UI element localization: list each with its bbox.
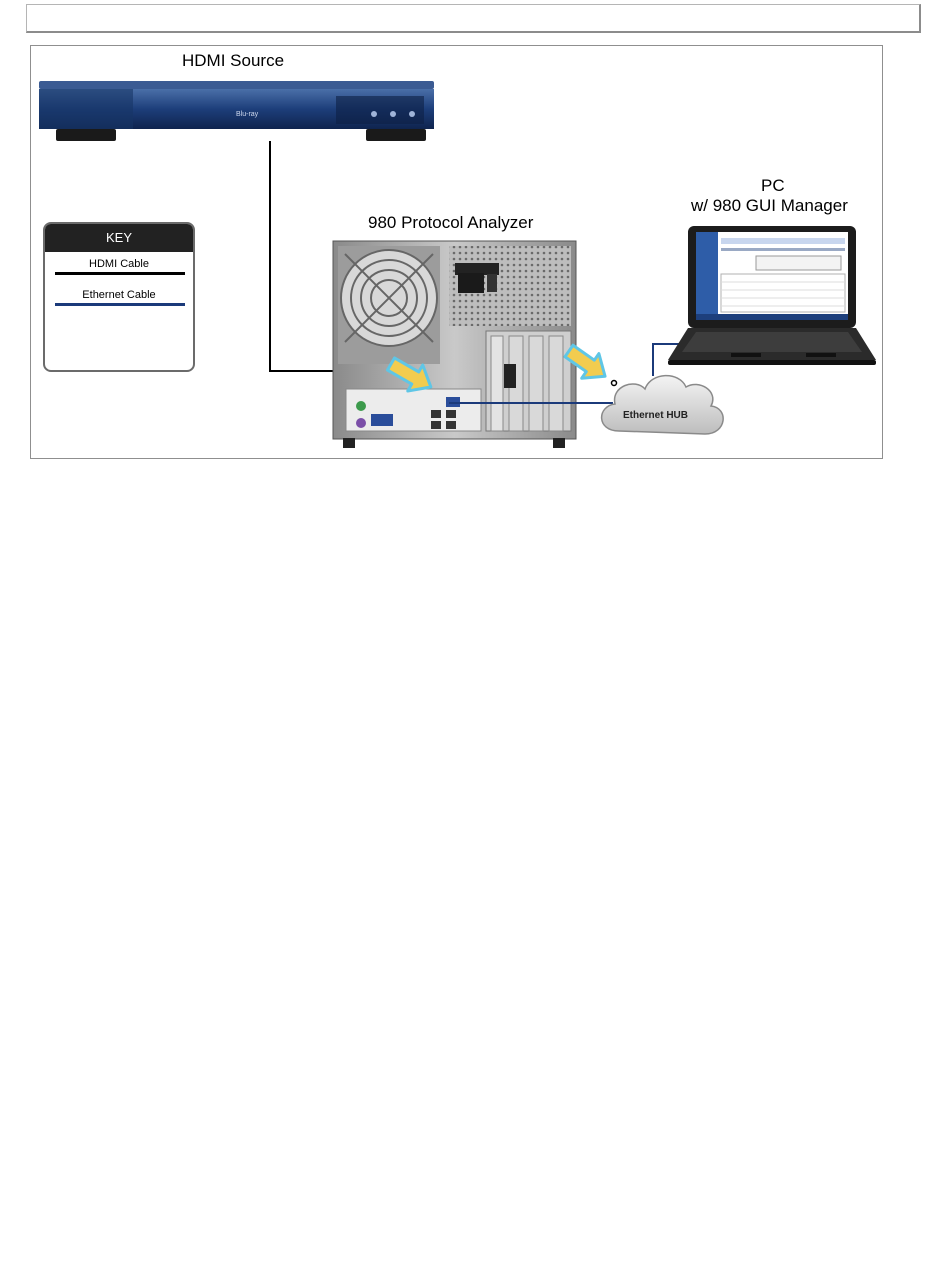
connection-diagram: Blu-ray — [30, 45, 883, 459]
legend-title: KEY — [45, 224, 193, 252]
legend-key-box: KEY HDMI Cable Ethernet Cable — [43, 222, 195, 372]
pc-label-line1: PC — [761, 176, 785, 196]
laptop-pc-icon — [668, 226, 876, 365]
bluray-player-icon: Blu-ray — [39, 81, 434, 141]
protocol-analyzer-label: 980 Protocol Analyzer — [368, 213, 533, 233]
pc-label-line2: w/ 980 GUI Manager — [691, 196, 848, 216]
svg-text:Blu-ray: Blu-ray — [236, 111, 259, 118]
ethernet-hub-cloud-icon — [602, 376, 724, 434]
legend-swatch-ethernet-cable — [55, 303, 185, 306]
protocol-analyzer-icon — [333, 241, 576, 448]
hdmi-source-label: HDMI Source — [182, 51, 284, 71]
top-header-bar — [26, 4, 921, 33]
legend-item-hdmi-cable: HDMI Cable — [45, 258, 193, 270]
legend-item-ethernet-cable: Ethernet Cable — [45, 289, 193, 301]
legend-swatch-hdmi-cable — [55, 272, 185, 275]
ethernet-hub-label: Ethernet HUB — [623, 410, 688, 421]
